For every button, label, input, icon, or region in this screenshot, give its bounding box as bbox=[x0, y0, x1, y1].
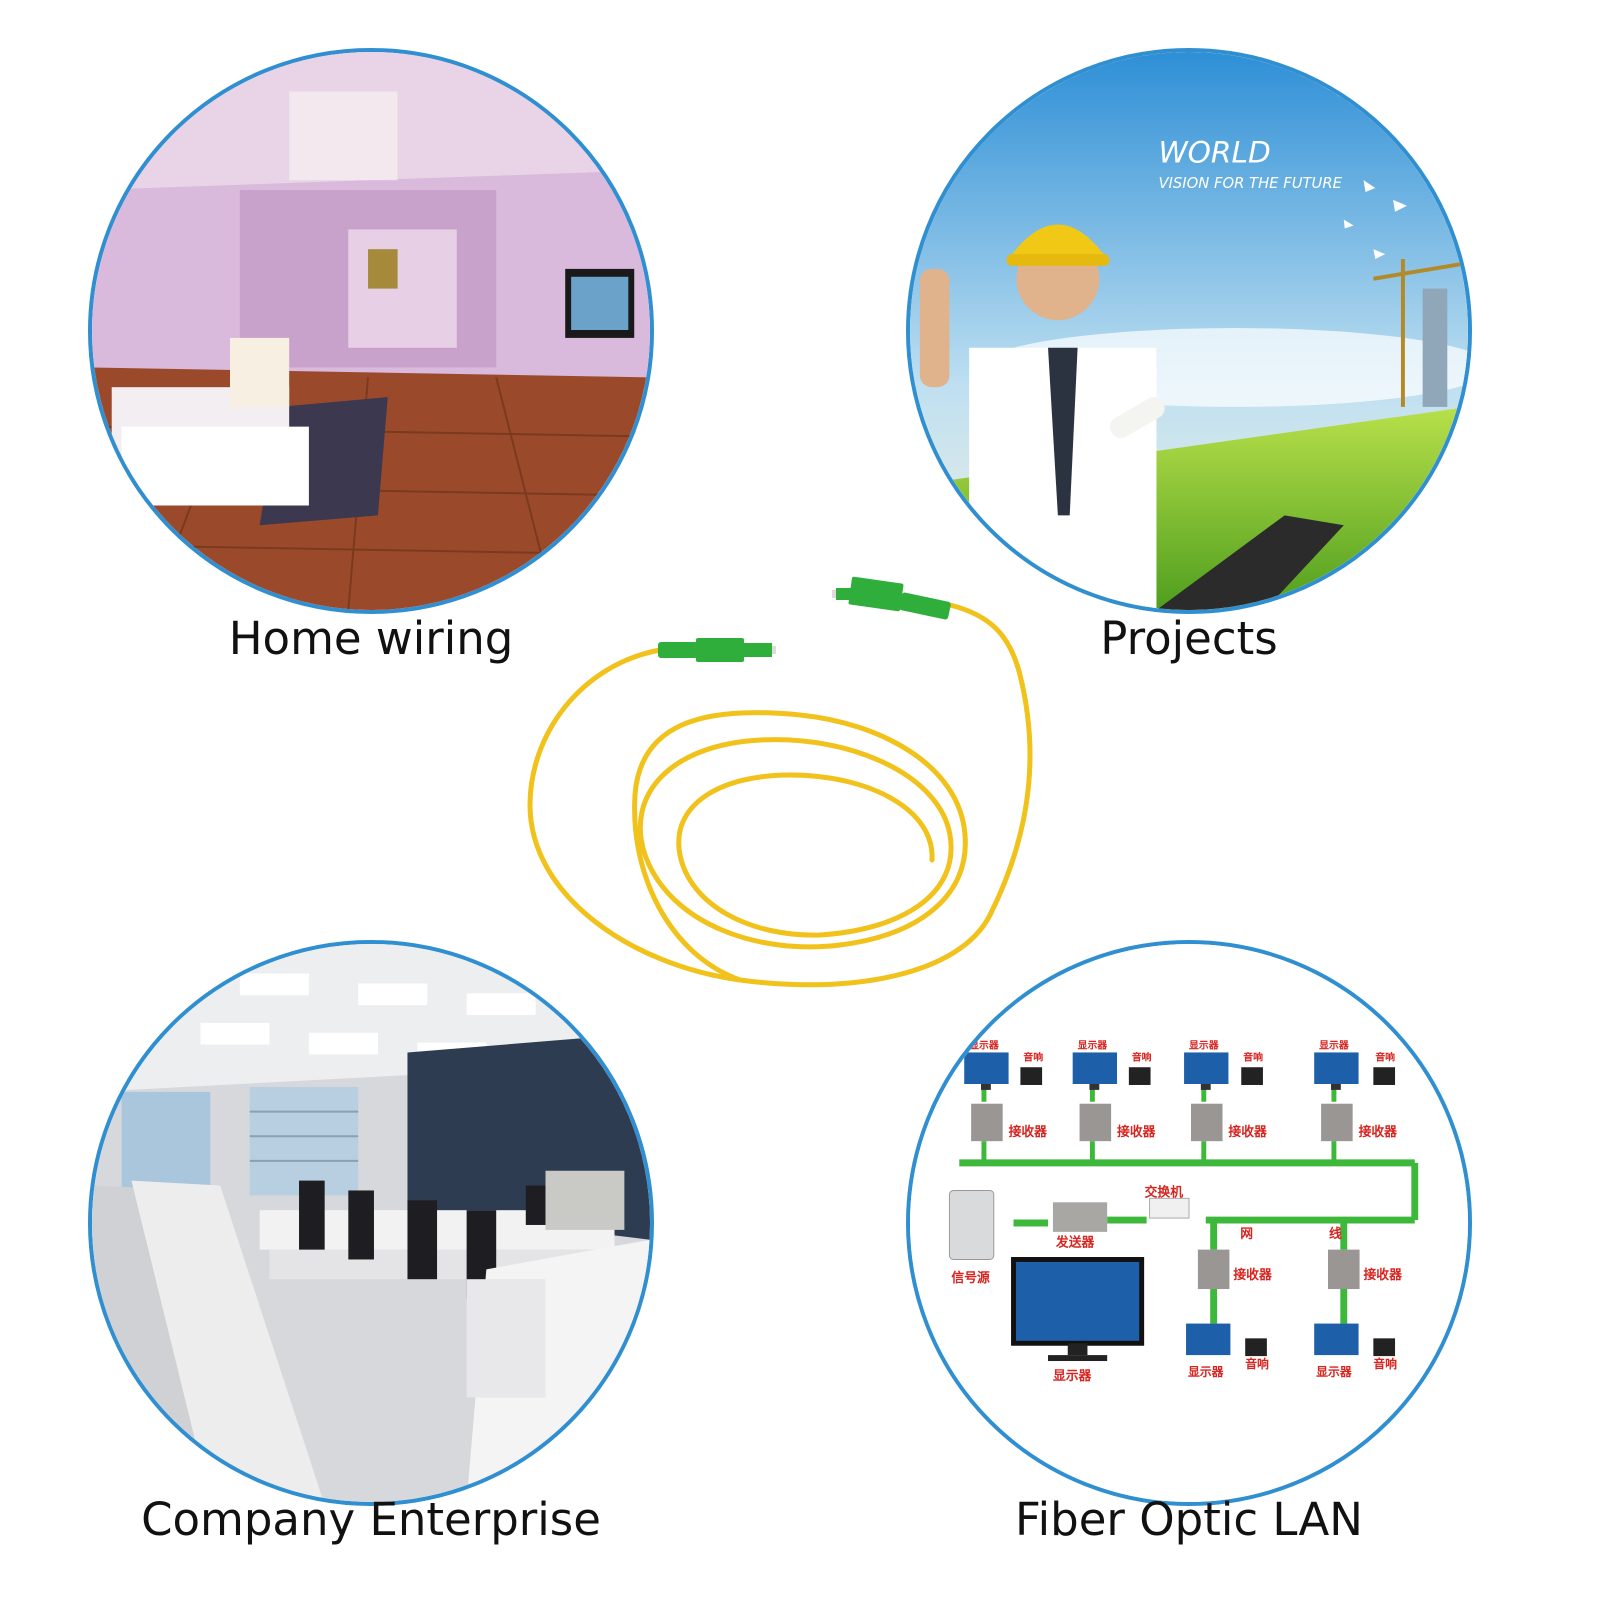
receiver-label: 接收器 bbox=[1233, 1267, 1272, 1283]
receiver-label: 接收器 bbox=[1363, 1267, 1402, 1283]
speaker-label: 音响 bbox=[1132, 1050, 1152, 1063]
home-wiring-caption: Home wiring bbox=[228, 612, 514, 665]
company-enterprise-caption: Company Enterprise bbox=[141, 1493, 601, 1546]
transmitter-label: 发送器 bbox=[1055, 1235, 1095, 1251]
signal-source-label: 信号源 bbox=[951, 1270, 990, 1286]
company-enterprise-photo bbox=[88, 940, 654, 1506]
projects-photo: WORLD VISION FOR THE FUTURE bbox=[906, 48, 1472, 614]
speaker-label: 音响 bbox=[1373, 1357, 1397, 1371]
fiber-optic-lan-diagram: 接收器 接收器 接收器 接收器 显示器 显示器 显示器 显示器 音响 音响 音响… bbox=[906, 940, 1472, 1506]
fiber-patch-cable-image bbox=[527, 576, 1033, 988]
poster-title: WORLD bbox=[1158, 135, 1270, 169]
speaker-label: 音响 bbox=[1023, 1050, 1043, 1063]
display-label: 显示器 bbox=[1319, 1040, 1349, 1052]
projects-caption: Projects bbox=[1100, 612, 1278, 665]
display-label: 显示器 bbox=[1316, 1365, 1352, 1379]
receiver-label: 接收器 bbox=[1359, 1124, 1398, 1140]
display-label: 显示器 bbox=[969, 1040, 999, 1052]
display-label: 显示器 bbox=[1053, 1369, 1092, 1384]
poster-subtitle: VISION FOR THE FUTURE bbox=[1158, 175, 1342, 192]
speaker-label: 音响 bbox=[1245, 1357, 1269, 1371]
net-label: 线 bbox=[1329, 1226, 1342, 1242]
receiver-label: 接收器 bbox=[1009, 1124, 1048, 1140]
sc-connector-right bbox=[832, 576, 951, 620]
receiver-label: 接收器 bbox=[1228, 1124, 1267, 1140]
speaker-label: 音响 bbox=[1243, 1050, 1263, 1063]
net-label: 网 bbox=[1240, 1227, 1253, 1242]
receiver-label: 接收器 bbox=[1117, 1124, 1156, 1140]
speaker-label: 音响 bbox=[1375, 1050, 1395, 1063]
display-label: 显示器 bbox=[1188, 1365, 1224, 1379]
home-wiring-photo bbox=[88, 48, 654, 614]
display-label: 显示器 bbox=[1078, 1040, 1108, 1052]
sc-connector-left bbox=[658, 638, 776, 662]
display-label: 显示器 bbox=[1189, 1040, 1219, 1052]
fiber-optic-lan-caption: Fiber Optic LAN bbox=[1015, 1493, 1363, 1546]
switch-label: 交换机 bbox=[1145, 1184, 1184, 1200]
